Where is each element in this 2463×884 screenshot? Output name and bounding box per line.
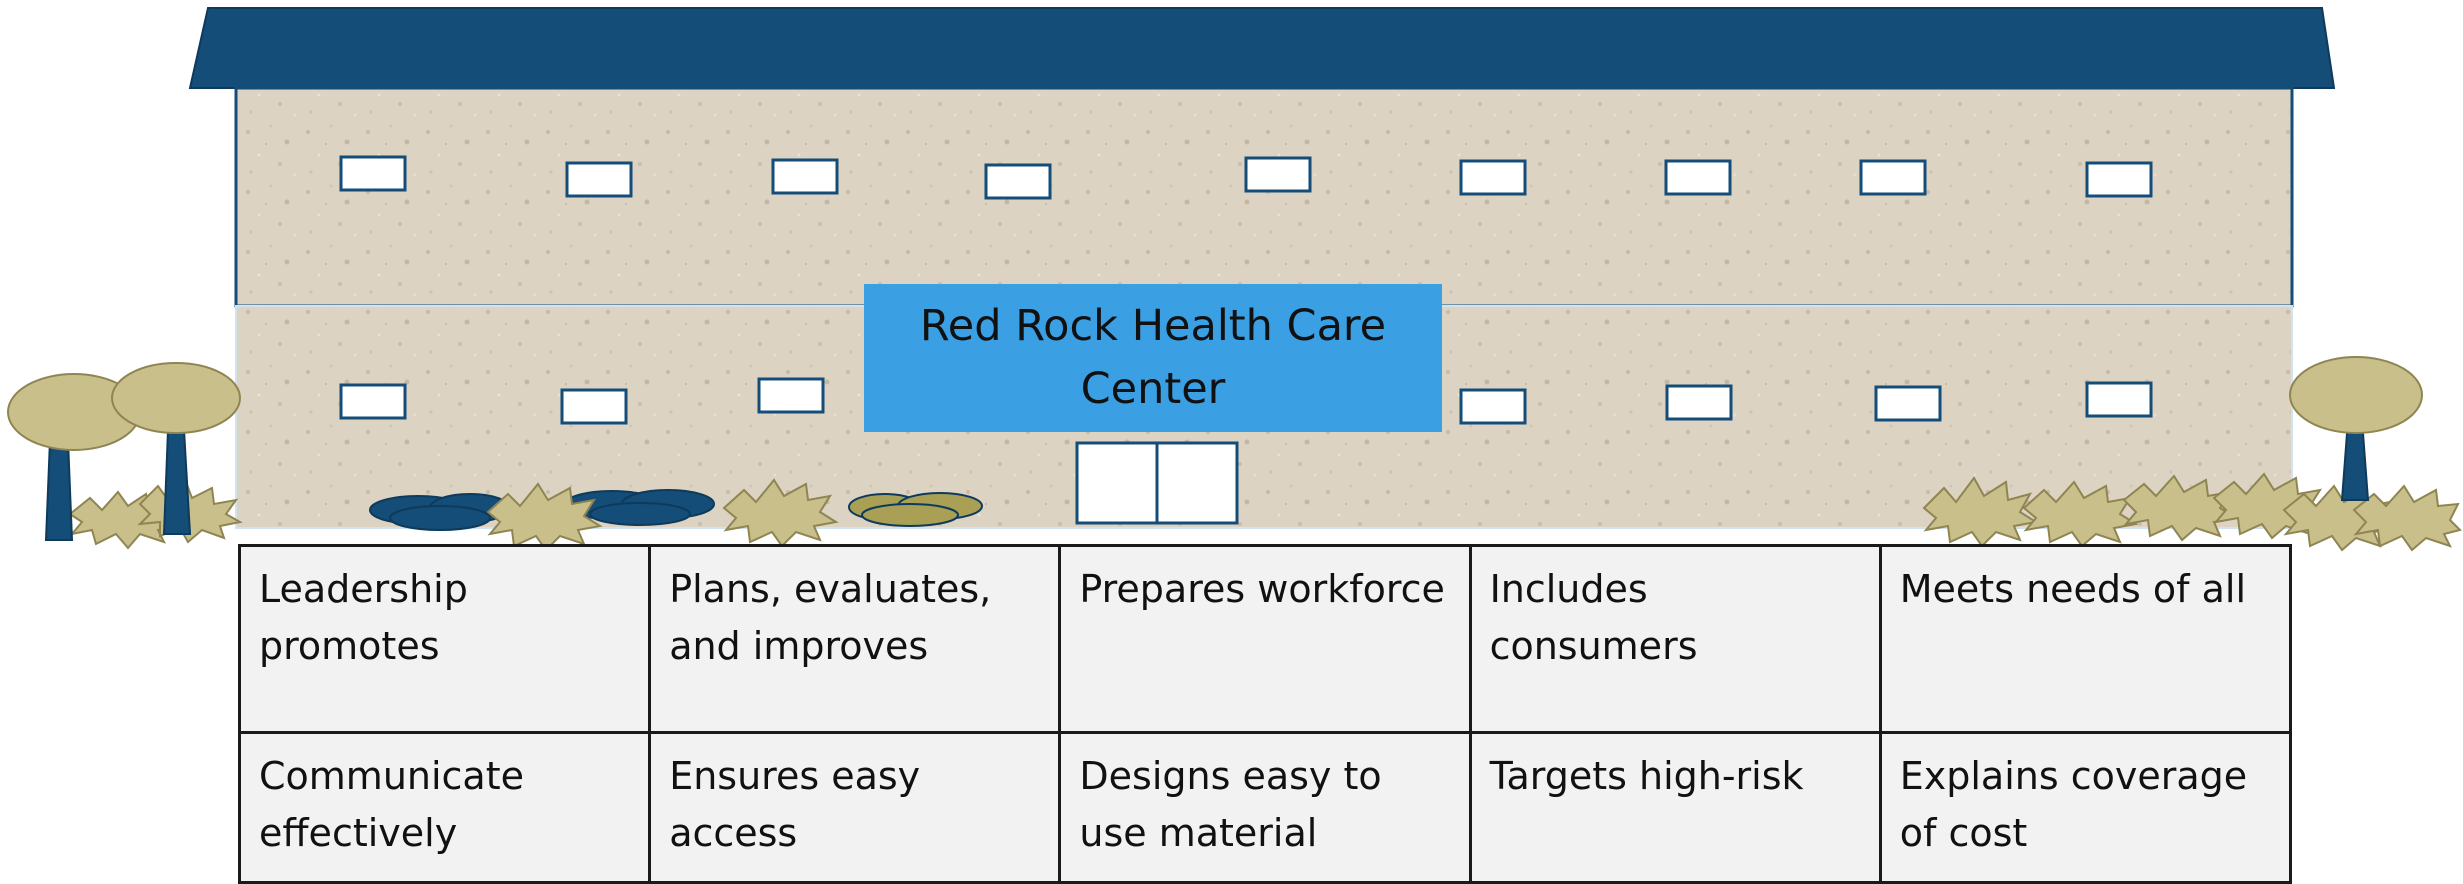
upper-wall: [234, 86, 2294, 308]
foundation-table: Leadership promotes Plans, evaluates, an…: [237, 544, 2293, 884]
table-cell: Explains coverage of cost: [1878, 731, 2293, 884]
table-cell: Includes consumers: [1468, 544, 1882, 734]
window: [1459, 388, 1527, 425]
window: [984, 163, 1052, 200]
door-left: [1075, 441, 1159, 525]
window: [757, 377, 825, 414]
window: [565, 161, 633, 198]
olive-shrub: [848, 492, 983, 527]
table-cell: Targets high-risk: [1468, 731, 1882, 884]
roof: [188, 7, 2336, 89]
building-sign: Red Rock Health Care Center: [864, 284, 1442, 432]
window: [1664, 159, 1732, 196]
tree-right: [2289, 356, 2423, 501]
table-cell: Designs easy to use material: [1058, 731, 1472, 884]
window: [1459, 159, 1527, 196]
lower-windows: [339, 377, 2153, 425]
window: [560, 388, 628, 425]
sign-title: Red Rock Health Care Center: [919, 301, 1387, 414]
door-right: [1155, 441, 1239, 525]
tree-left-2: [111, 362, 241, 535]
window: [2085, 161, 2153, 198]
window: [1859, 159, 1927, 196]
table-row: Communicate effectively Ensures easy acc…: [237, 731, 2293, 884]
window: [1874, 385, 1942, 422]
window: [2085, 381, 2153, 418]
table-cell: Communicate effectively: [237, 731, 652, 884]
table-cell: Plans, evaluates, and improves: [648, 544, 1062, 734]
window: [339, 155, 407, 192]
table-row: Leadership promotes Plans, evaluates, an…: [237, 544, 2293, 734]
window: [1665, 384, 1733, 421]
front-door: [1075, 441, 1239, 525]
table-cell: Meets needs of all: [1878, 544, 2293, 734]
upper-windows: [339, 155, 2153, 200]
blue-shrubs: [369, 489, 715, 531]
table-cell: Leadership promotes: [237, 544, 652, 734]
table-cell: Prepares workforce: [1058, 544, 1472, 734]
window: [771, 158, 839, 195]
tree-left-1: [7, 373, 141, 541]
window: [1244, 156, 1312, 193]
table-cell: Ensures easy access: [648, 731, 1062, 884]
window: [339, 383, 407, 420]
